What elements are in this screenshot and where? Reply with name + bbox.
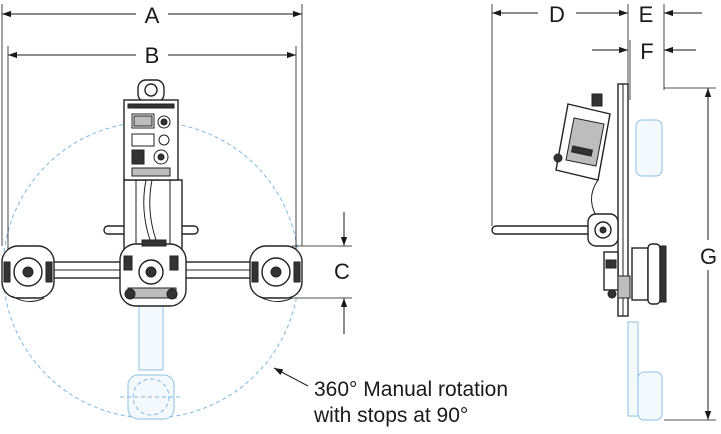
dimension-a: A [1,3,303,246]
dimension-c-label: C [334,259,350,284]
side-vacuum-pad [631,243,667,305]
dimension-b: B [7,43,297,250]
ghost-rotated-pad [120,289,182,420]
control-box [123,99,179,181]
dimension-a-label: A [145,3,160,28]
side-valve-assembly [603,251,631,299]
dimension-e-label: E [639,2,654,27]
center-vacuum-pad [119,239,187,307]
dimension-f-label: F [640,39,653,64]
dimension-e: E [626,2,702,90]
lifting-eye [137,79,165,103]
dimension-g: G [664,87,717,421]
side-rotation-hub [587,213,619,247]
side-view [491,83,667,421]
dimension-d-label: D [549,2,565,27]
rotation-note-line2: with stops at 90° [313,404,468,427]
dimension-f: F [592,39,696,100]
front-view [1,79,303,420]
rotation-note-line1: 360° Manual rotation [314,378,508,401]
left-vacuum-pad [1,245,55,302]
dimension-b-label: B [145,43,160,68]
side-ghost-pads [627,119,663,421]
dimension-d: D [491,2,629,226]
right-vacuum-pad [249,245,303,302]
side-control-box [553,93,611,181]
dimension-g-label: G [700,244,717,269]
dimension-c: C [292,212,352,334]
rotation-annotation: 360° Manual rotation with stops at 90° [273,367,508,427]
